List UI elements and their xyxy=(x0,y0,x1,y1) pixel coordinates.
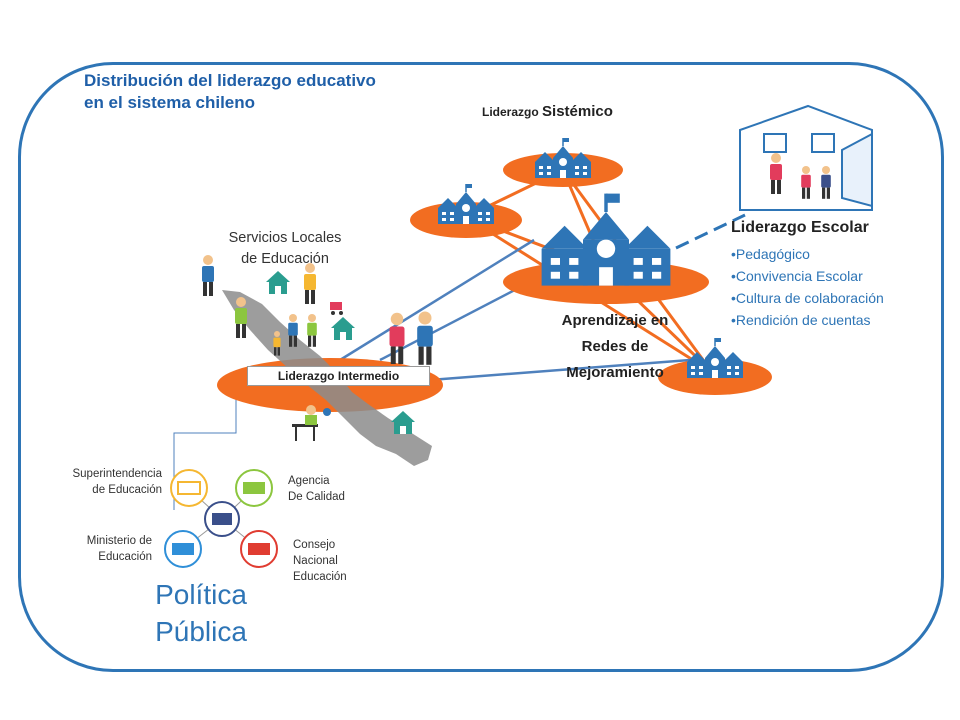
label-redes-mejoramiento: Aprendizaje en Redes de Mejoramiento xyxy=(535,308,695,386)
label-liderazgo-escolar: Liderazgo Escolar xyxy=(731,219,869,236)
label-consejo: Consejo Nacional Educación xyxy=(293,537,373,585)
redes-line-1: Aprendizaje en xyxy=(561,312,669,329)
politica-line-2: Pública xyxy=(155,616,247,647)
superintendencia-icon xyxy=(170,469,208,507)
house-icon-2 xyxy=(331,317,355,340)
school-icon-right xyxy=(686,337,744,379)
escolar-item: Convivencia Escolar xyxy=(731,265,884,287)
agencia-line-2: De Calidad xyxy=(288,491,345,503)
agencia-line-1: Agencia xyxy=(288,475,330,487)
ministerio-line-2: Educación xyxy=(98,551,152,563)
student-desk-icon xyxy=(292,405,331,441)
redes-line-3: Mejoramiento xyxy=(566,364,664,381)
label-sistemico: Liderazgo Sistémico xyxy=(482,103,613,121)
label-ministerio: Ministerio de Educación xyxy=(52,533,152,565)
stroller-icon xyxy=(330,302,343,315)
diagram-title: Distribución del liderazgo educativo en … xyxy=(84,70,376,114)
label-politica-publica: Política Pública xyxy=(146,576,256,650)
servicios-line-1: Servicios Locales xyxy=(228,230,342,246)
escolar-item: Cultura de colaboración xyxy=(731,287,884,309)
rounded-frame xyxy=(18,62,944,672)
consejo-line-2: Nacional xyxy=(293,555,338,567)
man-icon xyxy=(417,311,433,365)
school-building-icon xyxy=(739,104,873,211)
label-servicios-locales: Servicios Locales de Educación xyxy=(205,228,365,270)
house-icon-3 xyxy=(391,411,415,434)
escolar-list: Pedagógico Convivencia Escolar Cultura d… xyxy=(731,243,884,331)
label-agencia: Agencia De Calidad xyxy=(288,473,368,505)
superintendencia-line-2: de Educación xyxy=(92,484,162,496)
sistemico-main: Sistémico xyxy=(542,103,613,120)
school-icon-left xyxy=(437,183,495,225)
sistemico-prefix: Liderazgo xyxy=(482,105,543,119)
person-icon xyxy=(235,297,247,338)
label-superintendencia: Superintendencia de Educación xyxy=(52,466,162,498)
escolar-item: Rendición de cuentas xyxy=(731,309,884,331)
title-line-1: Distribución del liderazgo educativo xyxy=(84,71,376,90)
servicios-line-2: de Educación xyxy=(241,251,329,267)
ministerio-line-1: Ministerio de xyxy=(86,535,152,547)
house-icon xyxy=(266,271,290,294)
school-icon-top xyxy=(534,137,592,179)
consejo-line-1: Consejo xyxy=(293,539,336,551)
label-liderazgo-intermedio: Liderazgo Intermedio xyxy=(247,366,430,386)
politica-line-1: Política xyxy=(155,579,247,610)
school-icon-center xyxy=(539,191,673,288)
woman-icon xyxy=(389,312,405,364)
redes-line-2: Redes de xyxy=(581,338,649,355)
escolar-item: Pedagógico xyxy=(731,243,884,265)
superintendencia-line-1: Superintendencia xyxy=(72,468,162,480)
family-icon-2 xyxy=(307,314,317,347)
institutions-cluster xyxy=(164,469,278,568)
title-line-2: en el sistema chileno xyxy=(84,93,256,112)
consejo-line-3: Educación xyxy=(293,571,347,583)
